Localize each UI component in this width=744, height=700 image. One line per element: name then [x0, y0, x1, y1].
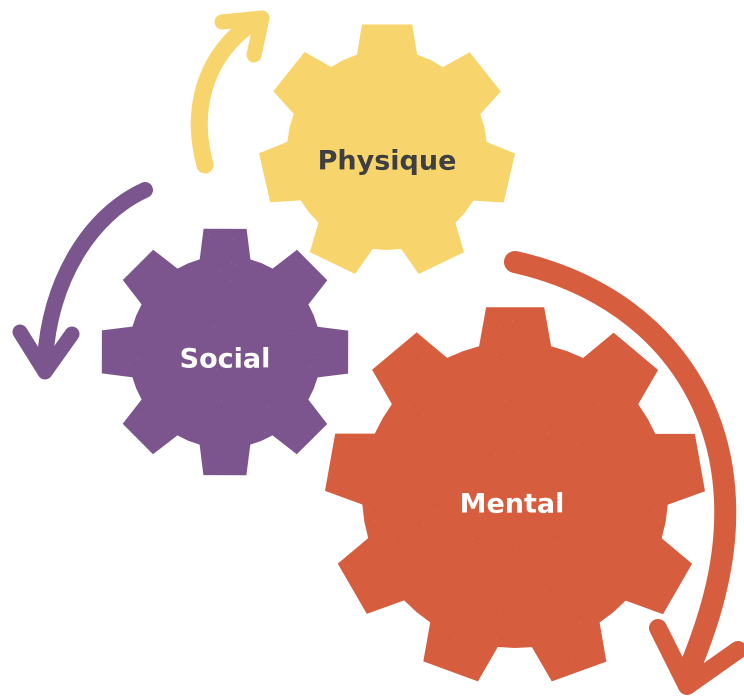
arrow-orange: [504, 251, 744, 695]
gear-label-social: Social: [180, 344, 271, 375]
gear-social: Social: [101, 228, 349, 476]
gear-physique: Physique: [259, 24, 515, 274]
arrow-yellow: [190, 10, 270, 174]
arrow-purple: [12, 182, 153, 380]
gear-label-physique: Physique: [318, 146, 457, 177]
gear-label-mental: Mental: [460, 489, 565, 520]
gear-mental: Mental: [325, 307, 705, 682]
